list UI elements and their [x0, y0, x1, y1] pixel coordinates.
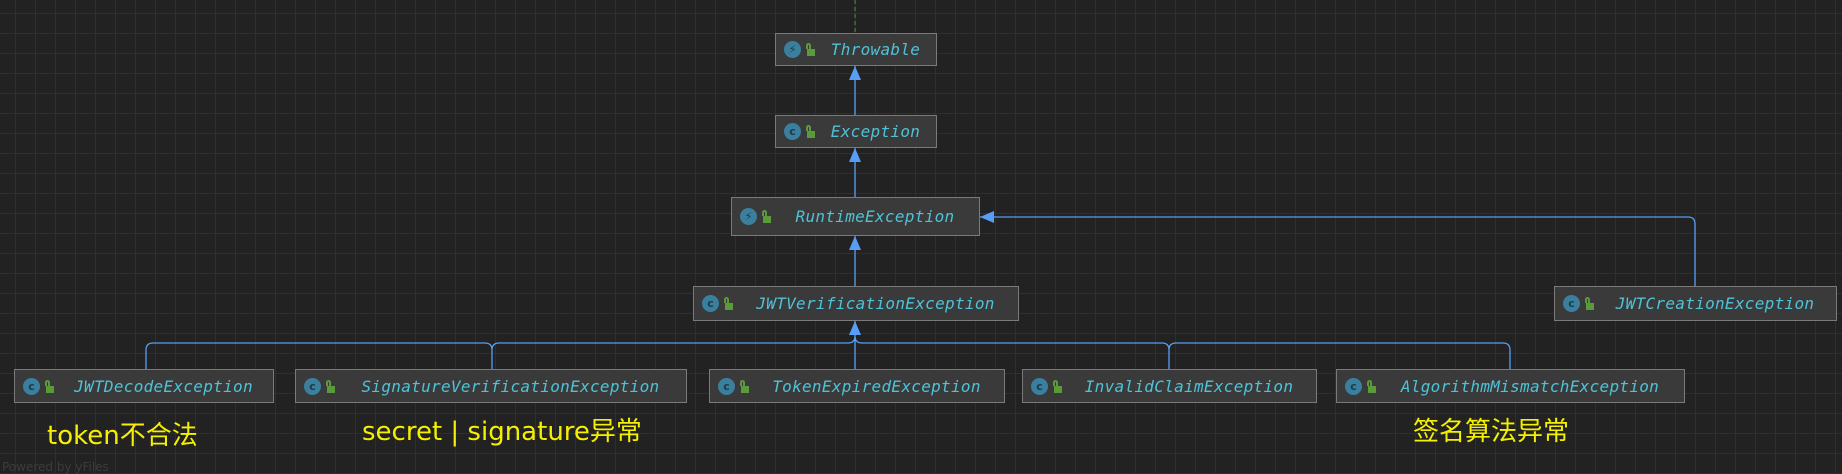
- lightning-icon: ⚡: [740, 208, 757, 225]
- unlock-icon: [724, 297, 733, 310]
- class-name: SignatureVerificationException: [361, 376, 660, 396]
- unlock-icon: [1053, 379, 1062, 393]
- class-node-throwable[interactable]: ⚡ Throwable: [775, 33, 937, 66]
- class-icon: c: [1563, 295, 1580, 312]
- lightning-icon: ⚡: [784, 41, 801, 58]
- class-node-signature-verification-exception[interactable]: c SignatureVerificationException: [295, 369, 687, 403]
- unlock-icon: [806, 125, 815, 138]
- class-icon: c: [1031, 377, 1048, 395]
- annotation-algorithm-error: 签名算法异常: [1413, 417, 1570, 447]
- class-node-jwt-verification-exception[interactable]: c JWTVerificationException: [693, 286, 1019, 321]
- class-node-algorithm-mismatch-exception[interactable]: c AlgorithmMismatchException: [1336, 369, 1685, 403]
- class-node-jwt-creation-exception[interactable]: c JWTCreationException: [1554, 286, 1837, 321]
- class-icon: c: [784, 123, 801, 140]
- arrow-head: [849, 148, 861, 162]
- class-name: JWTCreationException: [1615, 294, 1815, 313]
- class-node-invalid-claim-exception[interactable]: c InvalidClaimException: [1022, 369, 1317, 403]
- class-name: JWTVerificationException: [756, 294, 995, 313]
- arrow-head: [980, 211, 994, 223]
- arrow-head: [849, 66, 861, 80]
- class-node-jwt-decode-exception[interactable]: c JWTDecodeException: [14, 369, 274, 403]
- annotation-signature-error: secret | signature异常: [362, 417, 642, 447]
- unlock-icon: [1585, 297, 1594, 310]
- class-icon: c: [1345, 377, 1362, 395]
- edge-jwtcreation-runtime: [980, 216, 1696, 286]
- class-icon: c: [23, 377, 40, 395]
- unlock-icon: [45, 379, 54, 393]
- unlock-icon: [762, 210, 771, 223]
- edge-bus: [145, 321, 1511, 369]
- class-name: InvalidClaimException: [1084, 376, 1294, 396]
- class-node-token-expired-exception[interactable]: c TokenExpiredException: [709, 369, 1005, 403]
- class-name: Exception: [830, 122, 921, 141]
- class-node-runtime-exception[interactable]: ⚡ RuntimeException: [731, 197, 980, 236]
- unlock-icon: [740, 379, 749, 393]
- class-icon: c: [304, 377, 321, 395]
- arrow-head: [849, 321, 861, 335]
- class-name: Throwable: [830, 40, 921, 59]
- annotation-token-invalid: token不合法: [47, 421, 198, 451]
- class-name: AlgorithmMismatchException: [1400, 376, 1660, 396]
- arrow-head: [849, 236, 861, 250]
- class-node-exception[interactable]: c Exception: [775, 115, 937, 148]
- class-name: TokenExpiredException: [772, 376, 981, 396]
- class-icon: c: [718, 377, 735, 395]
- unlock-icon: [326, 379, 335, 393]
- unlock-icon: [806, 43, 815, 56]
- class-name: RuntimeException: [795, 207, 955, 226]
- class-icon: c: [702, 295, 719, 312]
- watermark: Powered by yFiles: [2, 460, 109, 474]
- unlock-icon: [1367, 379, 1376, 393]
- class-name: JWTDecodeException: [74, 376, 253, 396]
